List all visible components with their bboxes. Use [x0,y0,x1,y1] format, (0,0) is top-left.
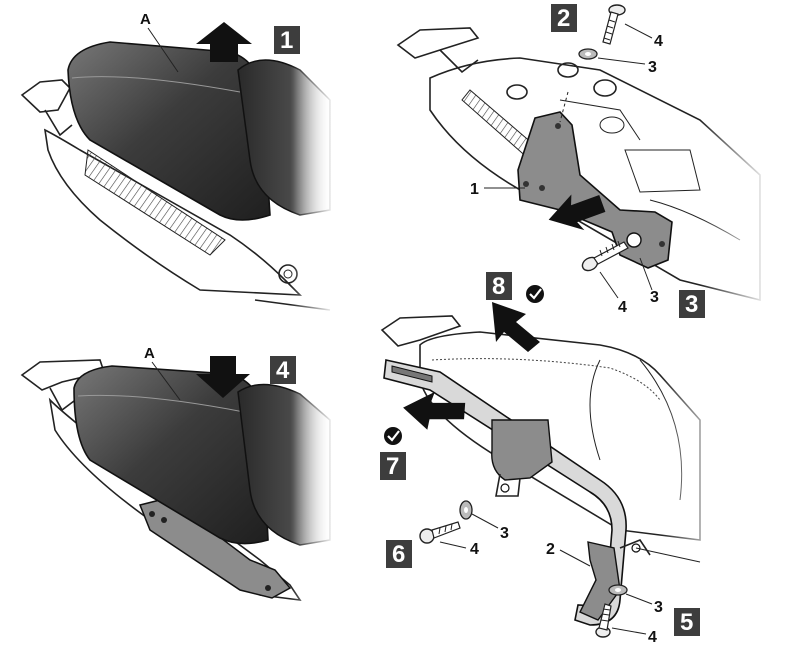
callout-a-bottom: A [144,345,155,362]
callout-4-bottom: 4 [618,299,627,316]
check-icon-8 [526,285,544,303]
callout-a-top: A [140,11,151,28]
arrow-push-icon [548,194,606,231]
arrow-down-icon [196,356,250,398]
step-4-number: 4 [276,357,290,384]
step-8-number: 8 [492,273,505,300]
callout-3-bottom: 3 [650,289,659,306]
arrow-push-right-icon [403,391,466,430]
check-icon-7 [384,427,402,445]
callout-4-right: 4 [648,629,657,646]
step-3-number: 3 [685,291,698,318]
callout-4-left: 4 [470,541,479,558]
panel-4-seat-refit: A 4 [20,345,335,620]
step-6-badge [386,540,412,568]
panel-1-seat-removal: A 1 [20,11,335,330]
step-6-number: 6 [392,541,405,568]
step-2-badge [551,4,577,32]
step-2-number: 2 [557,5,570,32]
screw-left [419,521,461,544]
panel-5-8-rack-installation: 8 7 6 5 3 4 2 3 [380,272,730,646]
step-5-badge [674,608,700,636]
arrow-push-down-icon [492,302,540,352]
step-4-badge [270,356,296,384]
callout-3-right: 3 [654,599,663,616]
arrow-up-icon [196,22,252,62]
mounting-bracket [517,111,673,269]
callout-3-top: 3 [648,59,657,76]
panel-2-3-bracket-mounting: 4 3 1 4 3 2 3 [396,4,770,320]
step-1-number: 1 [280,27,293,54]
rack-tube [383,359,627,626]
callout-2: 2 [546,541,555,558]
step-3-badge [679,290,705,318]
step-7-badge [380,452,406,480]
callout-1: 1 [470,181,479,198]
step-7-number: 7 [386,453,399,480]
screw-top [602,4,626,45]
screw-right [595,603,612,638]
step-8-badge [486,272,512,300]
step-1-badge [274,26,300,54]
callout-4-top: 4 [654,33,663,50]
callout-3-left: 3 [500,525,509,542]
screw-bottom [581,240,629,272]
step-5-number: 5 [680,609,693,636]
